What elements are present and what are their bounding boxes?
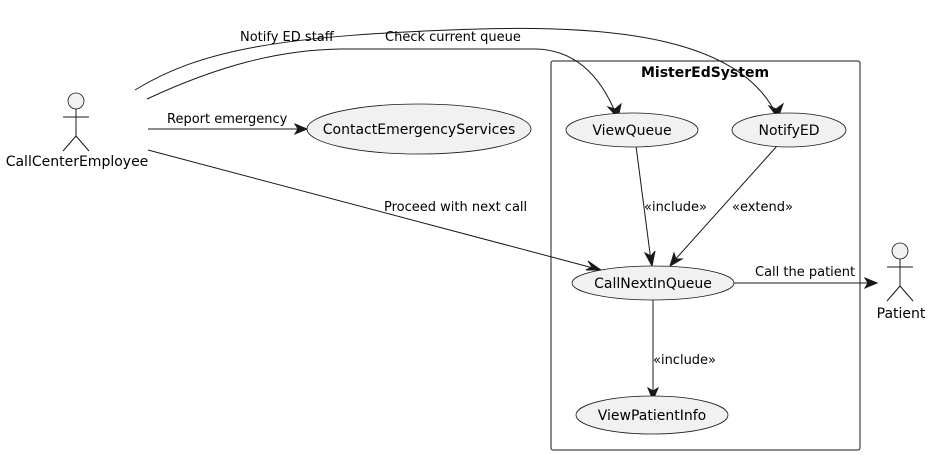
- system-boundary: [550, 60, 861, 451]
- actor-call-center-employee: CallCenterEmployee: [6, 92, 149, 170]
- use-case-view-patient-info: ViewPatientInfo: [575, 395, 729, 435]
- use-case-view-queue: ViewQueue: [565, 112, 699, 148]
- edge-label-report-emergency: Report emergency: [167, 112, 288, 127]
- edge-notify-ed-staff: [134, 27, 777, 115]
- edge-proceed-with-next-call: [147, 149, 598, 270]
- actor-patient-label: Patient: [877, 306, 926, 322]
- edge-label-call-the-patient: Call the patient: [755, 265, 855, 280]
- actor-call-center-employee-label: CallCenterEmployee: [6, 154, 149, 170]
- use-case-contact-emergency-services: ContactEmergencyServices: [306, 103, 532, 155]
- arrowhead-proceed-with-next-call: [585, 260, 603, 271]
- edge-extend-notify-ed: [672, 145, 778, 263]
- use-case-view-queue-label: ViewQueue: [592, 123, 671, 139]
- edge-label-include-view-patient-info: «include»: [653, 353, 716, 368]
- use-case-view-patient-info-label: ViewPatientInfo: [598, 408, 706, 424]
- actor-patient: Patient: [877, 242, 926, 322]
- arrowhead-include-view-queue: [643, 250, 656, 268]
- use-case-notify-ed-label: NotifyED: [758, 123, 819, 139]
- arrowhead-extend-notify-ed: [669, 251, 684, 268]
- system-title: MisterEdSystem: [641, 65, 769, 81]
- arrowhead-call-the-patient: [863, 276, 879, 290]
- use-case-call-next-in-queue: CallNextInQueue: [571, 265, 735, 301]
- edge-label-check-current-queue: Check current queue: [385, 30, 521, 45]
- edge-label-notify-ed-staff: Notify ED staff: [240, 30, 335, 45]
- use-case-contact-emergency-services-label: ContactEmergencyServices: [323, 122, 515, 138]
- arrowhead-report-emergency: [293, 122, 309, 136]
- use-case-notify-ed: NotifyED: [731, 112, 847, 148]
- edge-label-proceed-with-next-call: Proceed with next call: [384, 200, 527, 215]
- use-case-call-next-in-queue-label: CallNextInQueue: [594, 276, 712, 292]
- edge-label-include-view-queue: «include»: [644, 200, 707, 215]
- edge-include-view-queue: [635, 145, 652, 262]
- arrowhead-notify-ed-staff: [767, 102, 785, 120]
- arrowhead-include-view-patient-info: [646, 386, 660, 402]
- edge-label-extend-notify-ed: «extend»: [732, 200, 793, 215]
- edge-check-current-queue: [146, 48, 617, 115]
